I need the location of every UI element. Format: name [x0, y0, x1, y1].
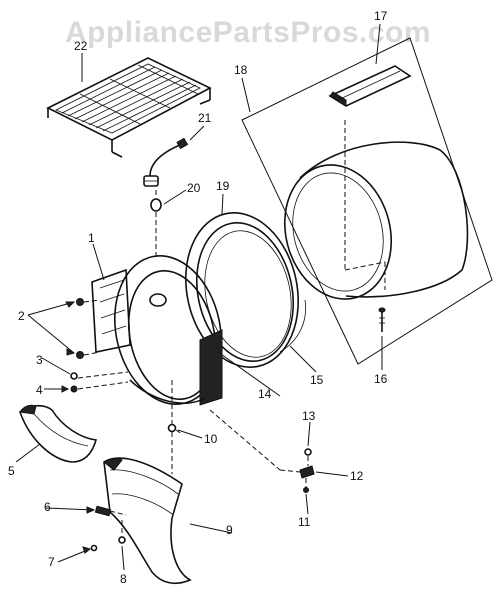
part-15-felt-seal[interactable] [279, 299, 306, 353]
callout-20: 20 [187, 181, 201, 195]
callout-22: 22 [74, 39, 88, 53]
part-8-screw[interactable] [118, 536, 126, 544]
part-18-drum-assembly[interactable] [241, 37, 493, 365]
part-5-shield[interactable] [19, 404, 98, 463]
leader-lines [15, 23, 383, 571]
callout-6: 6 [44, 500, 51, 514]
callout-12: 12 [350, 469, 364, 483]
callout-8: 8 [120, 572, 127, 586]
part-1-front-bulkhead[interactable] [91, 246, 234, 414]
arrowheads [61, 301, 96, 554]
callout-18: 18 [234, 63, 248, 77]
part-10-screw[interactable] [167, 423, 177, 433]
part-13-screw[interactable] [304, 448, 312, 456]
callout-3: 3 [36, 353, 43, 367]
callout-14: 14 [258, 387, 272, 401]
callout-4: 4 [36, 383, 43, 397]
callout-2: 2 [18, 309, 25, 323]
part-19-front-seal[interactable] [172, 202, 312, 377]
callout-19: 19 [216, 179, 230, 193]
part-11-nut[interactable] [303, 487, 309, 493]
part-6-clip[interactable] [94, 505, 112, 517]
site-watermark: AppliancePartsPros.com [64, 16, 432, 49]
part-17-baffle[interactable] [328, 65, 412, 107]
part-2-screws[interactable] [76, 298, 84, 359]
part-9-lint-duct[interactable] [103, 457, 192, 585]
part-4-nut[interactable] [70, 385, 78, 393]
callout-5: 5 [8, 464, 15, 478]
callout-21: 21 [198, 111, 212, 125]
callout-13: 13 [302, 409, 316, 423]
callout-15: 15 [310, 373, 324, 387]
part-20-screw[interactable] [150, 198, 162, 212]
assembly-lines [77, 190, 309, 537]
callout-9: 9 [226, 523, 233, 537]
callout-labels: 22 21 20 19 18 17 16 15 14 13 12 11 10 9… [8, 9, 388, 586]
callout-17: 17 [374, 9, 388, 23]
part-21-thermostat-lead[interactable] [143, 137, 189, 187]
part-16-drum-screw[interactable] [378, 307, 386, 332]
callout-10: 10 [204, 432, 218, 446]
callout-7: 7 [48, 555, 55, 569]
part-22-drying-rack[interactable] [46, 57, 212, 158]
part-12-clip[interactable] [299, 465, 315, 479]
callout-16: 16 [374, 372, 388, 386]
callout-11: 11 [298, 515, 311, 529]
callout-1: 1 [88, 231, 95, 245]
part-3-washer[interactable] [70, 372, 78, 380]
part-7-screw[interactable] [90, 544, 98, 552]
